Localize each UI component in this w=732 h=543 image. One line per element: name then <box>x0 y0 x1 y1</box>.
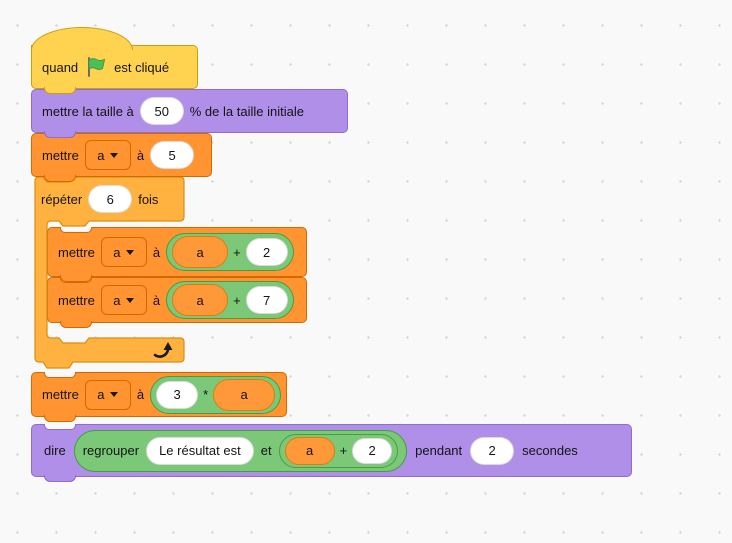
times-label: fois <box>138 191 159 207</box>
say-label: dire <box>44 443 66 458</box>
variable-a-reporter[interactable]: a <box>172 236 229 268</box>
block-notch <box>44 372 76 378</box>
set-label: mettre <box>58 244 95 260</box>
variable-dropdown[interactable]: a <box>84 379 131 410</box>
variable-dropdown[interactable]: a <box>84 140 131 170</box>
operator-multiply-block[interactable]: 3 * a <box>150 375 282 414</box>
set-size-suffix-label: % de la taille initiale <box>189 103 304 119</box>
repeat-count-input[interactable]: 6 <box>88 185 133 213</box>
operand-input[interactable]: 2 <box>352 437 393 464</box>
variable-name: a <box>113 244 121 260</box>
hat-block-cap <box>31 27 133 50</box>
repeat-c-block-shape[interactable] <box>31 177 188 369</box>
chevron-down-icon <box>126 297 135 303</box>
block-when-flag-clicked[interactable]: quand est cliqué <box>31 45 198 94</box>
block-tab <box>44 87 76 94</box>
plus-operator-label: + <box>233 292 241 308</box>
variable-name: a <box>113 292 121 308</box>
block-set-size[interactable]: mettre la taille à 50 % de la taille ini… <box>31 89 348 138</box>
duration-input[interactable]: 2 <box>470 436 515 465</box>
clicked-label: est cliqué <box>114 59 170 75</box>
chevron-down-icon <box>110 392 119 397</box>
and-label: et <box>260 443 272 458</box>
green-flag-icon <box>84 57 108 77</box>
operand-input[interactable]: 7 <box>245 286 288 314</box>
to-label: à <box>136 147 145 163</box>
block-tab <box>44 175 76 182</box>
block-notch <box>44 424 76 430</box>
chevron-down-icon <box>126 249 135 255</box>
block-set-variable-multiply[interactable]: mettre a à 3 * a <box>31 372 287 422</box>
operand-input[interactable]: 2 <box>245 238 288 266</box>
set-label: mettre <box>42 387 79 402</box>
value-input[interactable]: 5 <box>150 141 195 169</box>
variable-dropdown[interactable]: a <box>100 237 147 267</box>
set-label: mettre <box>42 147 79 163</box>
block-repeat[interactable]: répéter 6 fois <box>31 177 188 221</box>
plus-operator-label: + <box>233 244 241 260</box>
when-label: quand <box>42 59 79 75</box>
operand-input[interactable]: 3 <box>156 380 199 409</box>
variable-dropdown[interactable]: a <box>100 285 147 315</box>
to-label: à <box>152 244 161 260</box>
block-tab <box>44 475 76 482</box>
operator-add-block[interactable]: a + 2 <box>166 233 294 271</box>
join-string-input[interactable]: Le résultat est <box>146 436 254 465</box>
size-input[interactable]: 50 <box>139 97 184 125</box>
repeat-footer[interactable] <box>31 338 188 362</box>
variable-a-reporter[interactable]: a <box>172 284 229 316</box>
variable-a-reporter[interactable]: a <box>284 436 335 465</box>
to-label: à <box>152 292 161 308</box>
operator-join-block[interactable]: regrouper Le résultat est et a + 2 <box>73 429 408 472</box>
loop-arrow-icon <box>152 341 174 359</box>
set-label: mettre <box>58 292 95 308</box>
variable-name: a <box>97 147 105 163</box>
for-label: pendant <box>415 443 463 458</box>
set-size-label: mettre la taille à <box>42 103 134 119</box>
to-label: à <box>136 387 145 402</box>
repeat-label: répéter <box>41 191 83 207</box>
block-say-join[interactable]: dire regrouper Le résultat est et a + 2 … <box>31 424 632 482</box>
operator-add-block[interactable]: a + 7 <box>166 281 294 319</box>
block-tab <box>44 131 76 138</box>
variable-a-reporter[interactable]: a <box>213 378 276 411</box>
block-set-variable-add-2[interactable]: mettre a à a + 2 <box>47 227 307 282</box>
block-tab <box>44 415 76 422</box>
operator-add-block[interactable]: a + 2 <box>278 433 399 468</box>
block-set-variable-add-7[interactable]: mettre a à a + 7 <box>47 277 307 328</box>
multiply-operator-label: * <box>203 387 209 402</box>
variable-name: a <box>97 387 105 402</box>
seconds-label: secondes <box>522 443 578 458</box>
plus-operator-label: + <box>339 443 348 458</box>
block-notch <box>60 227 92 233</box>
join-label: regrouper <box>82 443 140 458</box>
chevron-down-icon <box>110 152 119 158</box>
block-set-variable-to-5[interactable]: mettre a à 5 <box>31 133 212 182</box>
